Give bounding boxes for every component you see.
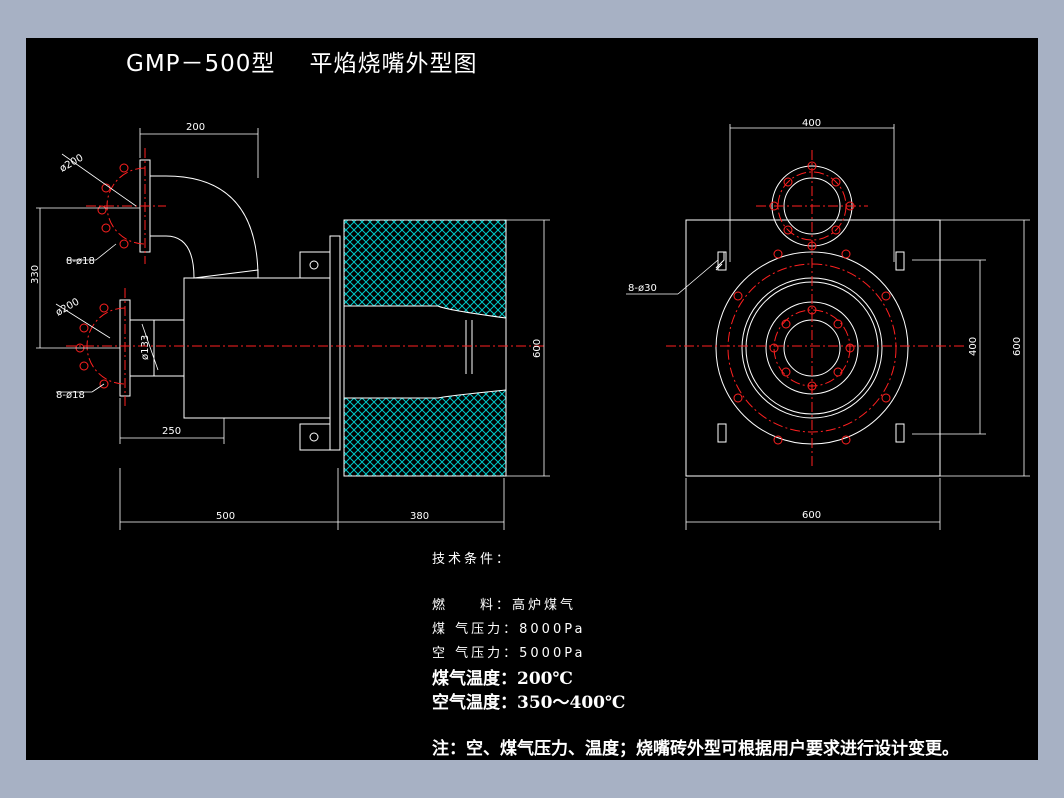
dim-side-total-len: 500 [216,511,235,522]
dim-side-tile-len: 380 [410,511,429,522]
dim-side-inner-len: 250 [162,426,181,437]
dim-side-burner-height: 600 [532,339,543,358]
dim-side-top-width: 200 [186,122,205,133]
dim-front-bolts: 8-ø30 [628,283,657,294]
note-gas-pressure: 煤 气压力：8000Pa [432,622,586,637]
dim-side-flange-top: ø200 [58,152,85,174]
notes-heading: 技术条件： [432,552,513,567]
dim-front-inner-height: 400 [968,337,979,356]
dim-front-top-width: 400 [802,118,821,129]
title-name: 平焰烧嘴外型图 [309,51,478,77]
dim-front-height: 600 [1012,337,1023,356]
corner-bracket [715,252,725,271]
note-gas-temp: 煤气温度：200℃ [432,669,573,689]
dim-side-bolts-bottom: 8-ø18 [56,390,85,401]
mount-lug-top [299,251,331,279]
front-tile-outline [685,219,941,477]
note-air-pressure: 空 气压力：5000Pa [432,646,586,661]
drawing-title: GMP－500型 平焰烧嘴外型图 [126,44,477,78]
gas-elbow [150,175,259,279]
note-fuel: 燃 料：高炉煤气 [432,598,577,613]
dim-side-bolts-top: 8-ø18 [66,256,95,267]
burner-body [183,277,331,419]
dim-side-height: 330 [30,265,41,284]
note-air-temp: 空气温度：350～400℃ [432,693,626,713]
model-label: GMP－500型 [126,51,276,77]
dim-side-flange-bottom: ø200 [54,296,81,318]
drawing-canvas: 200 ø200 330 8-ø18 ø200 ø133 8-ø18 250 6… [26,38,1038,760]
mount-lug-bottom [299,423,331,451]
note-remark: 注：空、煤气压力、温度；烧嘴砖外型可根据用户要求进行设计变更。 [432,739,959,759]
air-pipe [153,319,185,377]
mount-plate [329,235,341,451]
cad-drawing: 200 ø200 330 8-ø18 ø200 ø133 8-ø18 250 6… [30,118,1030,530]
burner-tile [343,219,507,477]
side-view [36,128,550,530]
dim-side-pipe-dia: ø133 [140,335,151,360]
front-view [626,124,1030,530]
dim-front-width: 600 [802,510,821,521]
